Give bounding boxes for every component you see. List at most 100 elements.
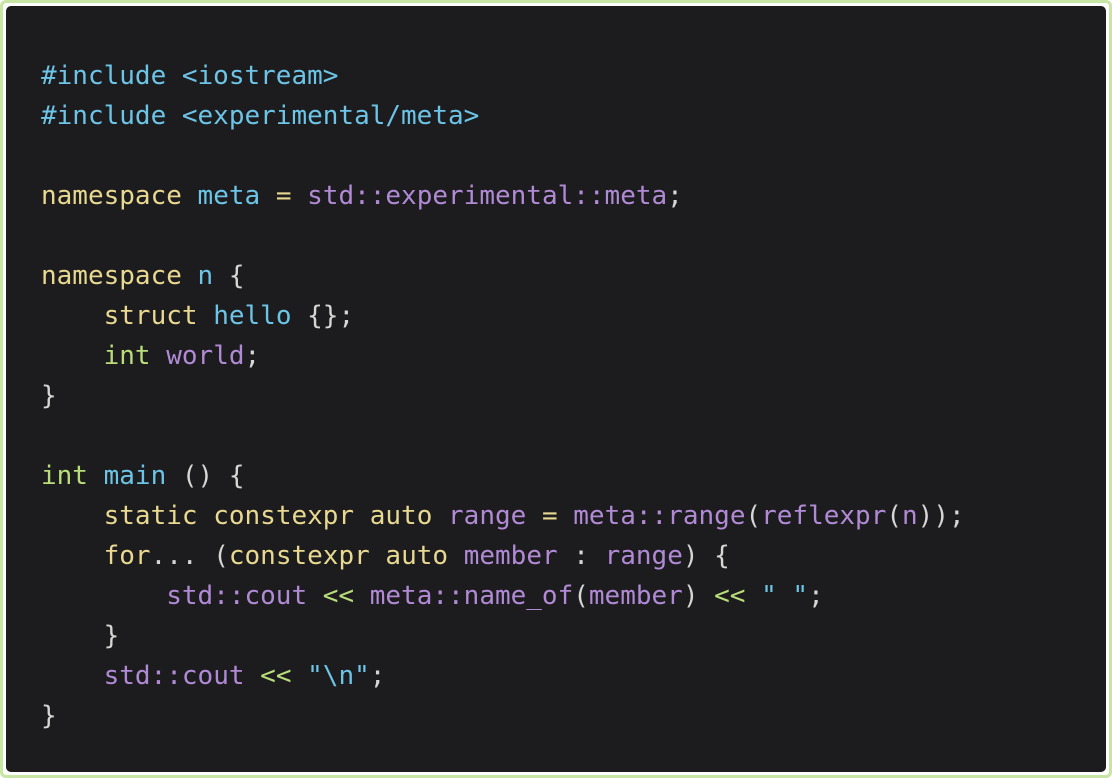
token-operator: = bbox=[541, 501, 558, 531]
token-type: int bbox=[41, 461, 88, 491]
token-plain bbox=[291, 181, 307, 211]
token-punct: ) bbox=[682, 581, 699, 611]
token-plain bbox=[558, 541, 574, 571]
code-line-13: for... (constexpr auto member : range) { bbox=[41, 536, 965, 576]
code-line-5 bbox=[41, 216, 965, 256]
token-plain bbox=[41, 501, 104, 531]
token-plain bbox=[41, 301, 104, 331]
token-ident: member bbox=[588, 581, 683, 611]
token-ident: range bbox=[604, 541, 683, 571]
token-plain bbox=[166, 461, 182, 491]
code-line-2: #include <experimental/meta> bbox=[41, 96, 965, 136]
code-line-12: static constexpr auto range = meta::rang… bbox=[41, 496, 965, 536]
code-line-1: #include <iostream> bbox=[41, 56, 965, 96]
code-editor[interactable]: #include <iostream> #include <experimenta… bbox=[6, 6, 1106, 772]
token-keyword: namespace bbox=[41, 261, 182, 291]
token-plain bbox=[260, 181, 276, 211]
token-plain bbox=[198, 541, 214, 571]
token-name: hello bbox=[213, 301, 292, 331]
token-plain bbox=[41, 341, 104, 371]
token-punct: ; bbox=[808, 581, 824, 611]
token-ident: n bbox=[902, 501, 918, 531]
token-plain bbox=[354, 501, 370, 531]
token-plain bbox=[291, 661, 307, 691]
code-line-8: int world; bbox=[41, 336, 965, 376]
code-line-10 bbox=[41, 416, 965, 456]
token-punct: ( bbox=[573, 581, 589, 611]
token-punct: {}; bbox=[307, 301, 355, 331]
token-plain bbox=[198, 501, 214, 531]
token-stream-op: << bbox=[714, 581, 746, 611]
token-plain bbox=[41, 621, 104, 651]
token-plain bbox=[151, 341, 167, 371]
token-plain bbox=[182, 261, 198, 291]
token-plain bbox=[526, 501, 542, 531]
token-preprocessor: #include <experimental/meta> bbox=[41, 101, 480, 131]
token-punct: ; bbox=[369, 661, 386, 691]
token-punct: { bbox=[228, 261, 245, 291]
token-plain bbox=[307, 581, 323, 611]
code-line-17: } bbox=[41, 696, 965, 736]
token-plain bbox=[41, 581, 166, 611]
token-keyword: struct bbox=[103, 301, 198, 331]
token-name: main bbox=[103, 461, 167, 491]
token-plain bbox=[182, 181, 198, 211]
token-keyword: auto bbox=[369, 501, 433, 531]
token-plain bbox=[698, 581, 714, 611]
code-block[interactable]: #include <iostream> #include <experimenta… bbox=[41, 56, 965, 736]
token-punct: ; bbox=[244, 341, 261, 371]
token-keyword: constexpr bbox=[213, 501, 355, 531]
token-plain bbox=[41, 541, 104, 571]
token-stream-op: << bbox=[322, 581, 355, 611]
token-name: meta bbox=[197, 181, 261, 211]
token-keyword: namespace bbox=[41, 181, 182, 211]
token-punct: ( bbox=[886, 501, 903, 531]
token-ident: std::cout bbox=[103, 661, 245, 691]
code-line-4: namespace meta = std::experimental::meta… bbox=[41, 176, 965, 216]
token-punct: ... bbox=[150, 541, 198, 571]
code-line-15: } bbox=[41, 616, 965, 656]
code-line-9: } bbox=[41, 376, 965, 416]
token-name: n bbox=[197, 261, 214, 291]
token-operator: = bbox=[275, 181, 292, 211]
token-ident: range bbox=[448, 501, 527, 531]
code-line-11: int main () { bbox=[41, 456, 965, 496]
token-plain bbox=[589, 541, 605, 571]
token-preprocessor: #include <iostream> bbox=[41, 61, 339, 91]
token-punct: } bbox=[41, 381, 57, 411]
token-plain bbox=[354, 581, 370, 611]
token-ident: std::experimental::meta bbox=[307, 181, 668, 211]
token-punct: : bbox=[573, 541, 589, 571]
code-line-7: struct hello {}; bbox=[41, 296, 965, 336]
token-keyword: constexpr bbox=[228, 541, 370, 571]
token-punct: ( bbox=[745, 501, 762, 531]
code-line-3 bbox=[41, 136, 965, 176]
token-punct: } bbox=[41, 701, 57, 731]
token-type: int bbox=[103, 341, 151, 371]
token-string: "\n" bbox=[307, 661, 370, 691]
token-ident: world bbox=[166, 341, 245, 371]
token-ident: meta::range bbox=[573, 501, 746, 531]
token-stream-op: << bbox=[260, 661, 292, 691]
code-line-16: std::cout << "\n"; bbox=[41, 656, 965, 696]
token-plain bbox=[41, 661, 104, 691]
token-keyword: for bbox=[103, 541, 151, 571]
token-plain bbox=[558, 501, 574, 531]
token-punct: )); bbox=[917, 501, 965, 531]
token-plain bbox=[198, 301, 214, 331]
token-plain bbox=[291, 301, 307, 331]
token-punct: ) { bbox=[682, 541, 730, 571]
token-plain bbox=[448, 541, 464, 571]
token-punct: ; bbox=[667, 181, 683, 211]
token-plain bbox=[370, 541, 386, 571]
token-punct: } bbox=[103, 621, 120, 651]
token-plain bbox=[88, 461, 104, 491]
token-ident: reflexpr bbox=[761, 501, 887, 531]
token-ident: member bbox=[463, 541, 558, 571]
token-keyword: auto bbox=[385, 541, 449, 571]
token-plain bbox=[245, 661, 261, 691]
token-plain bbox=[213, 261, 229, 291]
token-string: " " bbox=[761, 581, 809, 611]
token-keyword: static bbox=[103, 501, 198, 531]
